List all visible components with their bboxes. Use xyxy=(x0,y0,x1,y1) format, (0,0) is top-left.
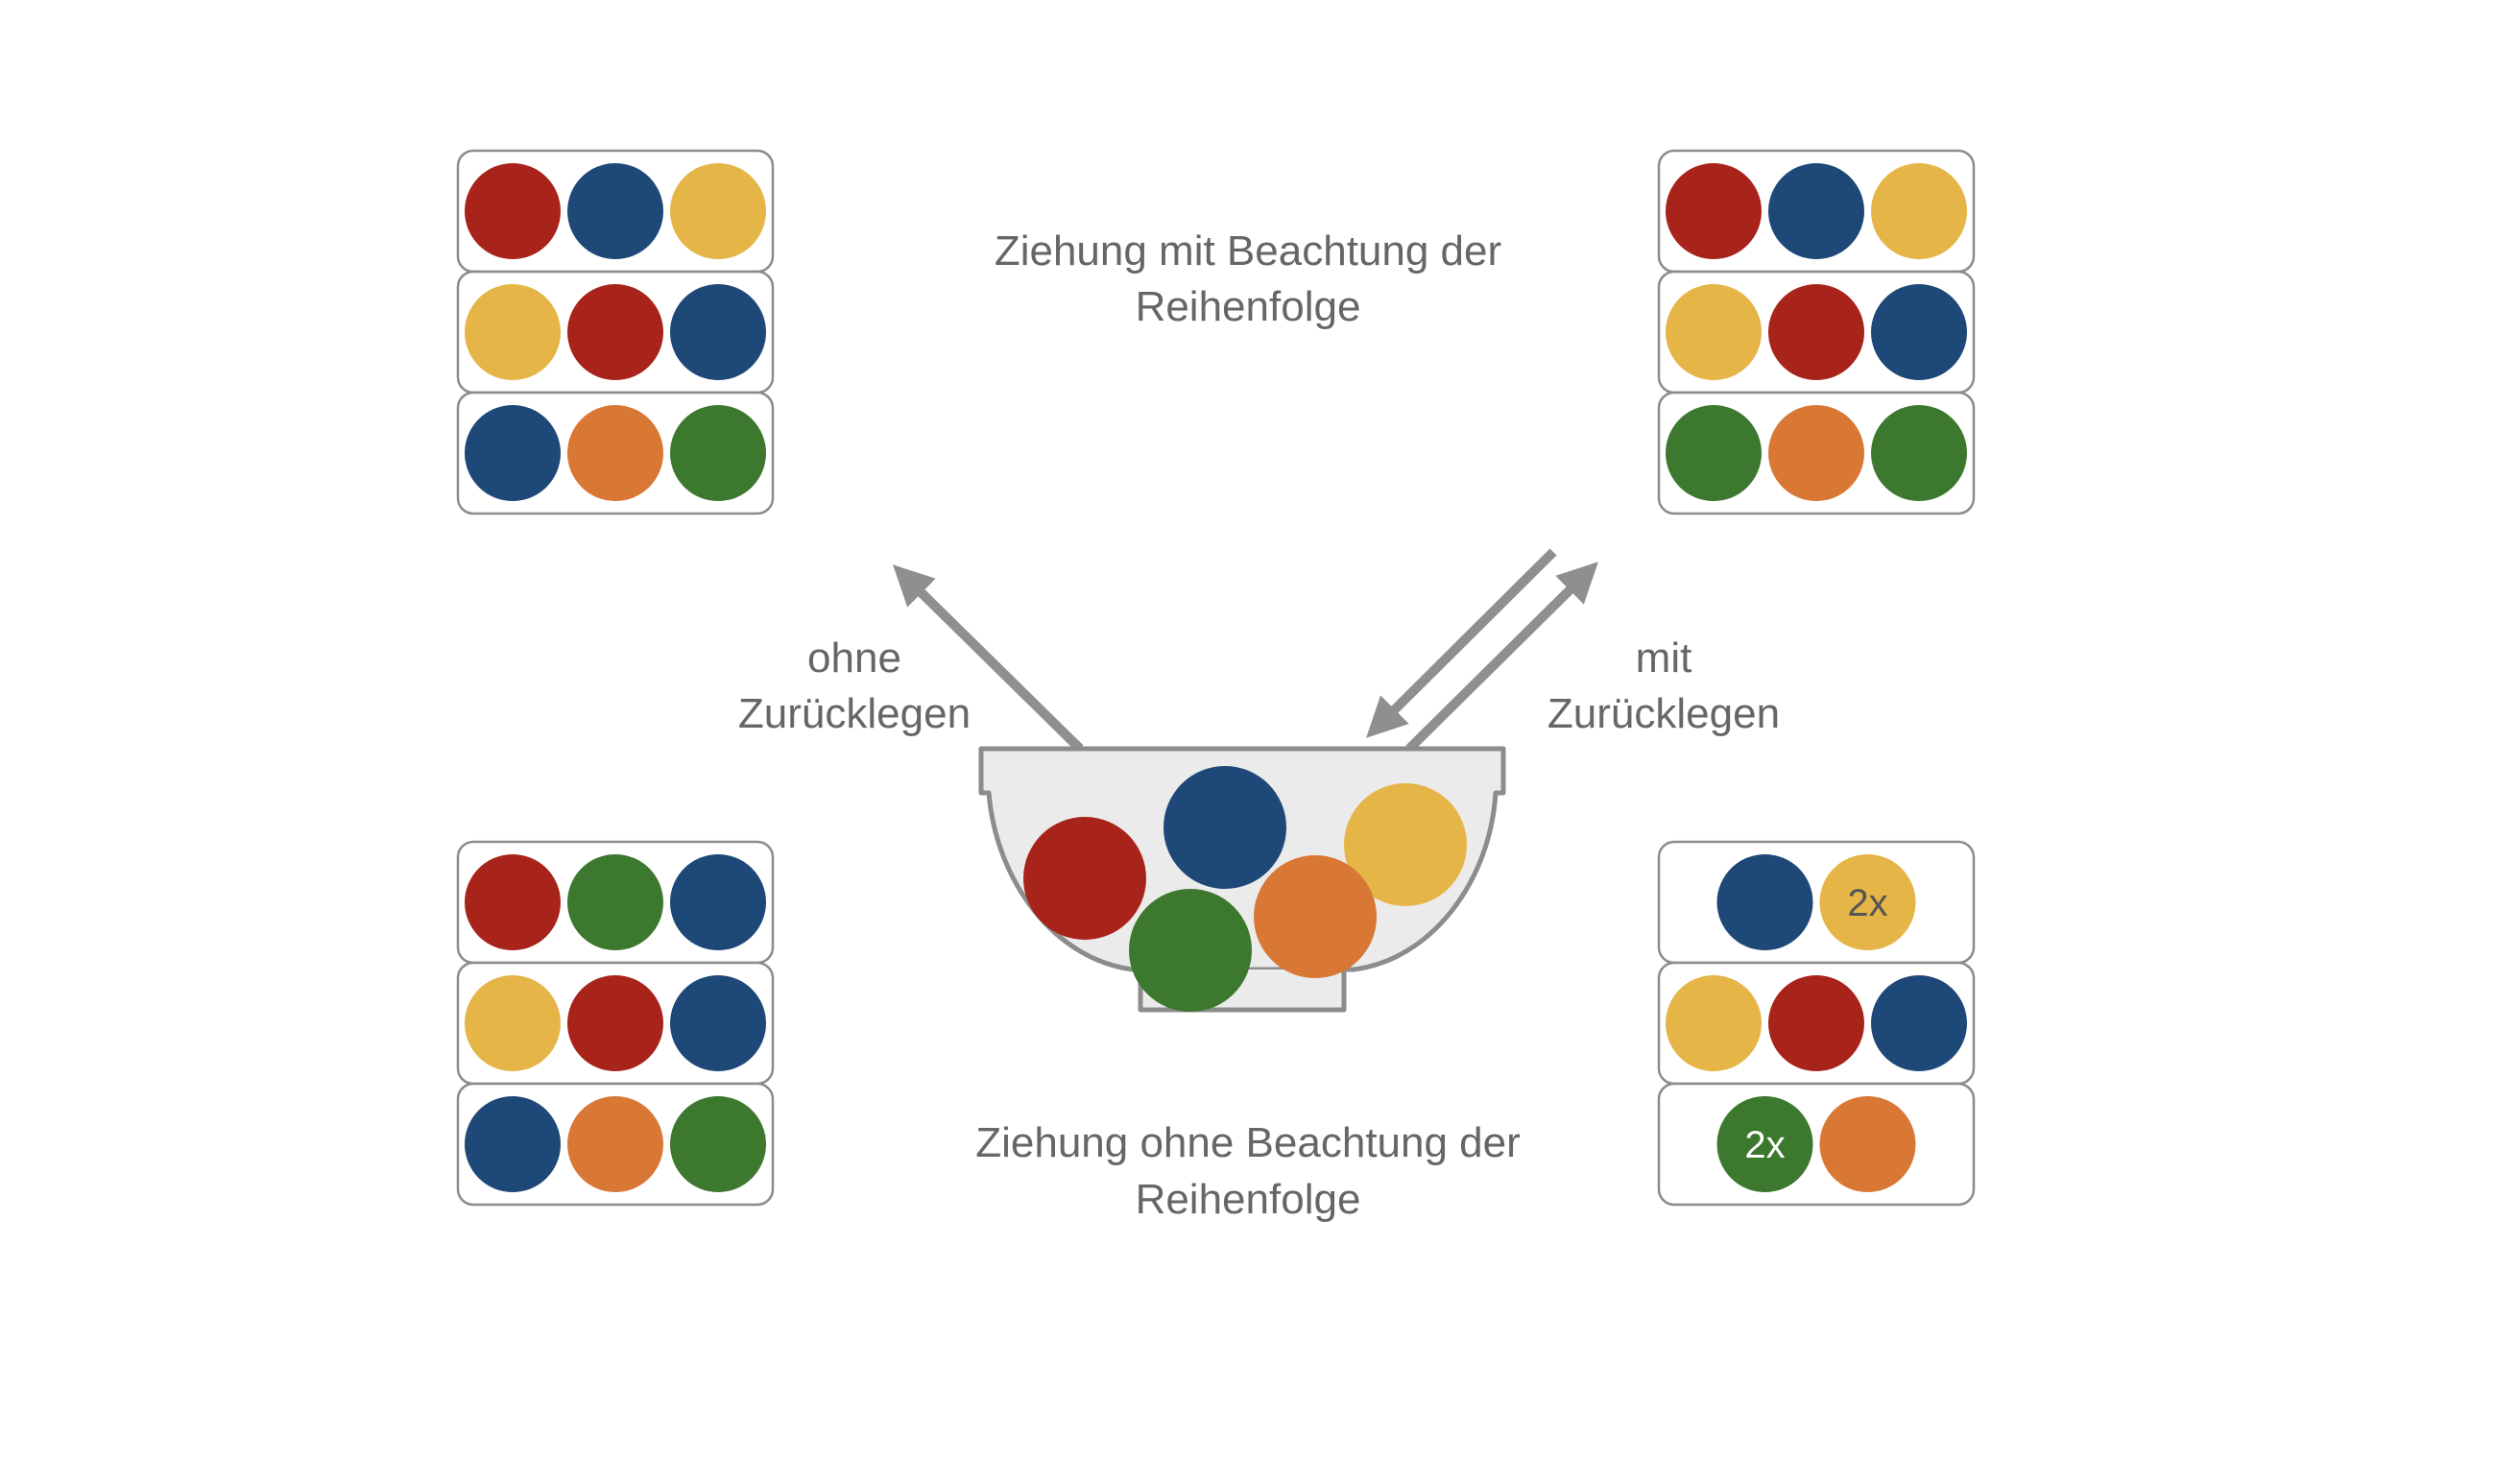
right-arrow-label-line1: mit xyxy=(1636,634,1692,682)
ball-yellow xyxy=(1871,163,1967,259)
panel-row xyxy=(1657,840,1976,965)
ball-blue xyxy=(1768,163,1864,259)
ball-red xyxy=(567,975,663,1071)
ball-blue xyxy=(567,163,663,259)
top-title-line2: Reihenfolge xyxy=(1136,283,1361,330)
arrows xyxy=(893,548,1598,753)
bowl-ball-orange xyxy=(1254,855,1377,978)
panel-bottom-left xyxy=(456,840,775,1207)
ball-green xyxy=(670,1096,766,1192)
ball-blue xyxy=(670,975,766,1071)
ball-red xyxy=(1768,284,1864,380)
ball-red xyxy=(1768,975,1864,1071)
ball-count-badge: 2x xyxy=(1744,1124,1785,1166)
arrow-mit-zuruecklegen-back xyxy=(1366,548,1557,738)
ball-green xyxy=(1716,1096,1813,1192)
ball-blue xyxy=(465,405,561,501)
ball-blue xyxy=(1871,975,1967,1071)
bottom-title-line1: Ziehung ohne Beachtung der xyxy=(975,1119,1521,1166)
ball-orange xyxy=(1819,1096,1916,1192)
ball-red xyxy=(1666,163,1762,259)
ball-red xyxy=(465,163,561,259)
ball-orange xyxy=(1768,405,1864,501)
right-arrow-label-line2: Zurücklegen xyxy=(1547,690,1780,737)
panel-top-left xyxy=(456,149,775,515)
panel-bottom-right: 2x 2x xyxy=(1657,840,1976,1207)
bowl-ball-blue xyxy=(1164,766,1286,889)
ball-yellow xyxy=(465,975,561,1071)
ball-yellow xyxy=(670,163,766,259)
ball-blue xyxy=(1871,284,1967,380)
left-arrow-label-line2: Zurücklegen xyxy=(738,690,971,737)
ball-blue xyxy=(670,854,766,950)
ball-count-badge: 2x xyxy=(1847,882,1887,924)
ball-yellow xyxy=(465,284,561,380)
panel-row xyxy=(1657,1082,1976,1207)
ball-blue xyxy=(1716,854,1813,950)
ball-red xyxy=(567,284,663,380)
ball-green xyxy=(1666,405,1762,501)
arrow-mit-zuruecklegen-out xyxy=(1405,562,1598,753)
arrow-ohne-zuruecklegen xyxy=(893,564,1084,753)
bowl-ball-green xyxy=(1129,889,1252,1012)
ball-orange xyxy=(567,405,663,501)
left-arrow-label-line1: ohne xyxy=(807,634,901,682)
ball-blue xyxy=(670,284,766,380)
bowl xyxy=(978,746,1506,1013)
ball-yellow xyxy=(1666,975,1762,1071)
ball-orange xyxy=(567,1096,663,1192)
top-title-line1: Ziehung mit Beachtung der xyxy=(995,227,1501,275)
bowl-ball-yellow xyxy=(1344,783,1467,906)
ball-yellow xyxy=(1666,284,1762,380)
bowl-ball-red xyxy=(1023,817,1146,940)
ball-green xyxy=(670,405,766,501)
ball-blue xyxy=(465,1096,561,1192)
ball-yellow xyxy=(1819,854,1916,950)
bowl-balls xyxy=(1023,766,1467,1012)
ball-green xyxy=(567,854,663,950)
bottom-title-line2: Reihenfolge xyxy=(1136,1176,1361,1223)
ball-green xyxy=(1871,405,1967,501)
panel-top-right xyxy=(1657,149,1976,515)
ball-red xyxy=(465,854,561,950)
